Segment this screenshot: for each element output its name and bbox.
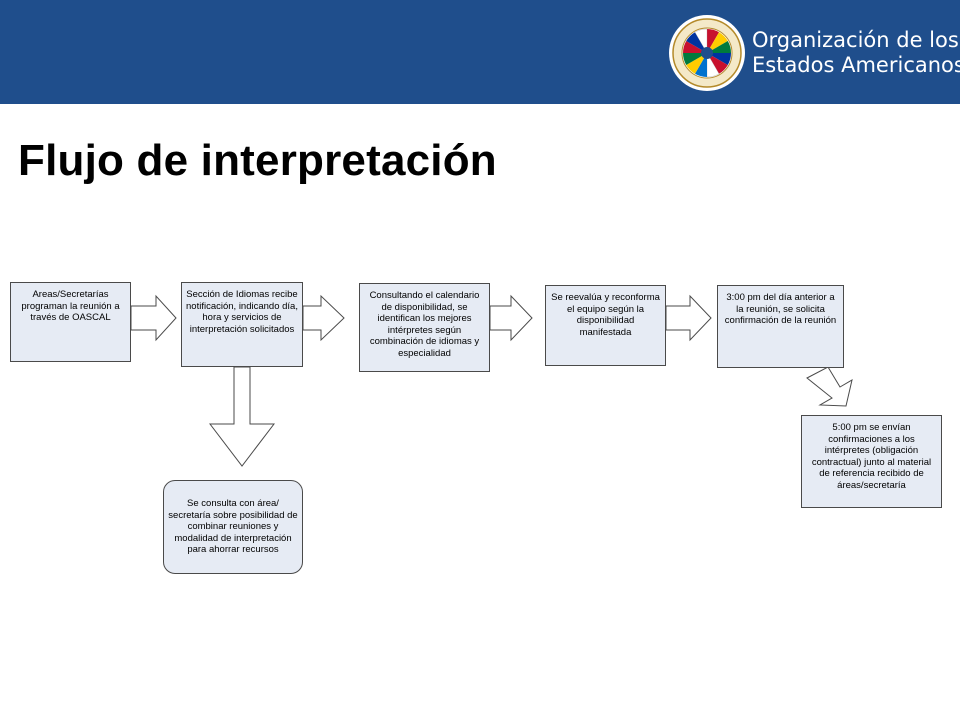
oas-seal-icon: [669, 15, 745, 91]
flow-step-box: Se reevalúa y reconforma el equipo según…: [545, 285, 666, 366]
flow-step-box: Consultando el calendario de disponibili…: [359, 283, 490, 372]
arrow-down-icon: [208, 366, 276, 467]
flow-branch-box: Se consulta con área/ secretaría sobre p…: [163, 480, 303, 574]
arrow-diagonal-icon: [806, 366, 853, 407]
arrow-right-icon: [489, 294, 533, 342]
arrow-right-icon: [130, 294, 177, 342]
arrow-right-icon: [665, 294, 712, 342]
org-name-line-1: Organización de los: [752, 28, 959, 52]
arrow-right-icon: [302, 294, 345, 342]
header-bar: Organización de los Estados Americanos: [0, 0, 960, 104]
page-title: Flujo de interpretación: [18, 136, 497, 185]
flow-step-box: Sección de Idiomas recibe notificación, …: [181, 282, 303, 367]
flow-step-box: Areas/Secretarías programan la reunión a…: [10, 282, 131, 362]
flow-step-box: 5:00 pm se envían confirmaciones a los i…: [801, 415, 942, 508]
org-name-line-2: Estados Americanos: [752, 53, 960, 77]
organization-name: Organización de los Estados Americanos: [752, 28, 960, 78]
flow-step-box: 3:00 pm del día anterior a la reunión, s…: [717, 285, 844, 368]
